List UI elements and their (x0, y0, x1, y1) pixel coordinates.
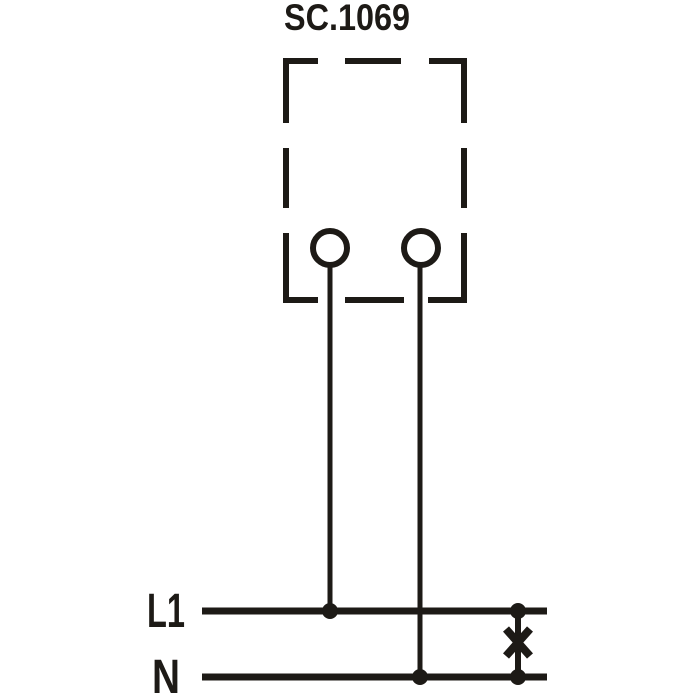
junction-dot-load-l1 (510, 603, 526, 619)
terminal-left-circle-icon (310, 228, 350, 268)
load-branch (503, 603, 533, 685)
junction-dot-wire-l1 (322, 603, 338, 619)
load-x-cross-icon (503, 626, 533, 659)
junction-dot-load-n (510, 669, 526, 685)
junction-dot-wire-n (412, 669, 428, 685)
device-model-title: SC.1069 (284, 0, 410, 38)
l1-label: L1 (147, 585, 185, 638)
n-label: N (152, 651, 180, 700)
device-outline-dashed-box (283, 58, 467, 303)
terminal-right-circle-icon (401, 228, 441, 268)
